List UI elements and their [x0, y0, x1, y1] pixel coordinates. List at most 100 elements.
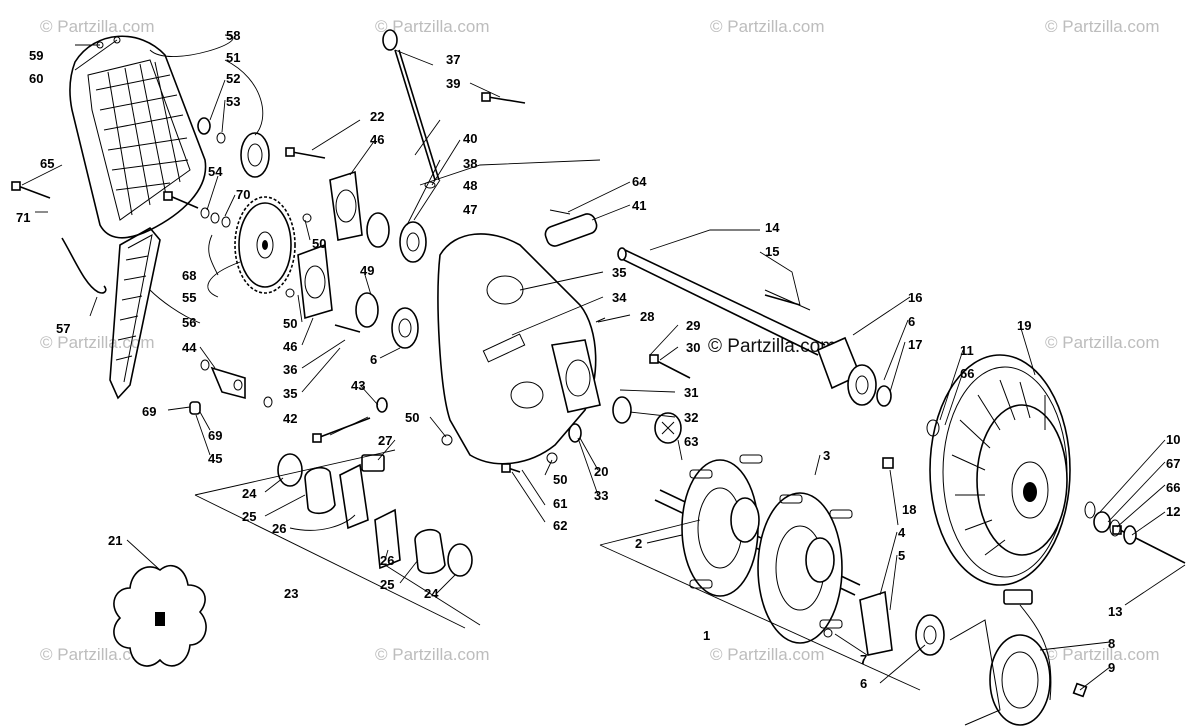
callout-66: 66: [1166, 480, 1180, 495]
callout-12: 12: [1166, 504, 1180, 519]
seals-and-rings: [355, 212, 632, 443]
bolts: [11, 92, 1186, 564]
callout-17: 17: [908, 337, 922, 352]
callout-18: 18: [902, 502, 916, 517]
callout-60: 60: [29, 71, 43, 86]
drive-track-sprockets: [654, 454, 861, 644]
right-bearings: [816, 336, 892, 407]
callout-40: 40: [463, 131, 477, 146]
callout-68: 68: [182, 268, 196, 283]
callout-31: 31: [684, 385, 698, 400]
callout-49: 49: [360, 263, 374, 278]
callout-36: 36: [283, 362, 297, 377]
callout-50: 50: [312, 236, 326, 251]
callout-61: 61: [553, 496, 567, 511]
tensioner-block: [189, 359, 273, 415]
watermark-text: © Partzilla.com: [40, 645, 155, 664]
callout-50: 50: [405, 410, 419, 425]
dipstick: [382, 29, 440, 189]
callout-15: 15: [765, 244, 779, 259]
watermark-text: © Partzilla.com: [1045, 645, 1160, 664]
callout-30: 30: [686, 340, 700, 355]
callout-24: 24: [242, 486, 257, 501]
callout-54: 54: [208, 164, 223, 179]
callout-71: 71: [16, 210, 30, 225]
driven-clutch: [929, 354, 1071, 586]
callout-23: 23: [284, 586, 298, 601]
callout-38: 38: [463, 156, 477, 171]
small-sprocket: [197, 117, 270, 178]
callout-28: 28: [640, 309, 654, 324]
speed-sensor: [949, 589, 1088, 726]
callout-26: 26: [380, 553, 394, 568]
right-hardware: [882, 419, 1137, 545]
callout-11: 11: [960, 343, 974, 358]
watermark-text: © Partzilla.com: [710, 645, 825, 664]
callout-58: 58: [226, 28, 240, 43]
callout-26: 26: [272, 521, 286, 536]
callout-43: 43: [351, 378, 365, 393]
callout-52: 52: [226, 71, 240, 86]
callout-16: 16: [908, 290, 922, 305]
callout-33: 33: [594, 488, 608, 503]
callout-46: 46: [370, 132, 384, 147]
callout-63: 63: [684, 434, 698, 449]
callout-14: 14: [765, 220, 780, 235]
callout-25: 25: [380, 577, 394, 592]
watermark-text: © Partzilla.com: [1045, 17, 1160, 36]
callout-41: 41: [632, 198, 646, 213]
callout-10: 10: [1166, 432, 1180, 447]
callout-50: 50: [553, 472, 567, 487]
callout-25: 25: [242, 509, 256, 524]
drive-chain: [109, 226, 161, 400]
leader-lines: [21, 34, 1186, 691]
callout-32: 32: [684, 410, 698, 425]
cap-plug: [654, 412, 682, 444]
callout-69: 69: [142, 404, 156, 419]
callout-51: 51: [226, 50, 240, 65]
callout-1: 1: [703, 628, 710, 643]
callout-24: 24: [424, 586, 439, 601]
watermark-layer: © Partzilla.com © Partzilla.com © Partzi…: [40, 17, 1160, 664]
bearing-plates: [297, 170, 363, 320]
callout-29: 29: [686, 318, 700, 333]
idler-sprocket: [113, 564, 207, 667]
wire-57: [61, 237, 107, 294]
callout-5: 5: [898, 548, 905, 563]
callout-42: 42: [283, 411, 297, 426]
callout-8: 8: [1108, 636, 1115, 651]
callout-6: 6: [370, 352, 377, 367]
callout-4: 4: [898, 525, 906, 540]
callout-62: 62: [553, 518, 567, 533]
watermark-text: © Partzilla.com: [40, 17, 155, 36]
callout-66: 66: [960, 366, 974, 381]
callout-35: 35: [283, 386, 297, 401]
callout-64: 64: [632, 174, 647, 189]
watermark-text: © Partzilla.com: [710, 17, 825, 36]
callout-39: 39: [446, 76, 460, 91]
callout-6: 6: [908, 314, 915, 329]
group-brackets: [194, 159, 921, 691]
callout-46: 46: [283, 339, 297, 354]
watermark-text-center: © Partzilla.com: [708, 336, 836, 357]
callout-2: 2: [635, 536, 642, 551]
callout-53: 53: [226, 94, 240, 109]
chaincase-cover: [69, 35, 207, 239]
callout-13: 13: [1108, 604, 1122, 619]
chaincase-housing: [437, 233, 601, 465]
callout-22: 22: [370, 109, 384, 124]
callout-56: 56: [182, 315, 196, 330]
watermark-text: © Partzilla.com: [375, 17, 490, 36]
watermark-text: © Partzilla.com: [1045, 333, 1160, 352]
callout-9: 9: [1108, 660, 1115, 675]
misc-parts: [285, 209, 811, 464]
callout-21: 21: [108, 533, 122, 548]
callout-20: 20: [594, 464, 608, 479]
callout-27: 27: [378, 433, 392, 448]
callout-67: 67: [1166, 456, 1180, 471]
large-sprocket: [200, 196, 296, 294]
lower-bearing-housing: [823, 590, 945, 656]
callout-34: 34: [612, 290, 627, 305]
callout-55: 55: [182, 290, 196, 305]
